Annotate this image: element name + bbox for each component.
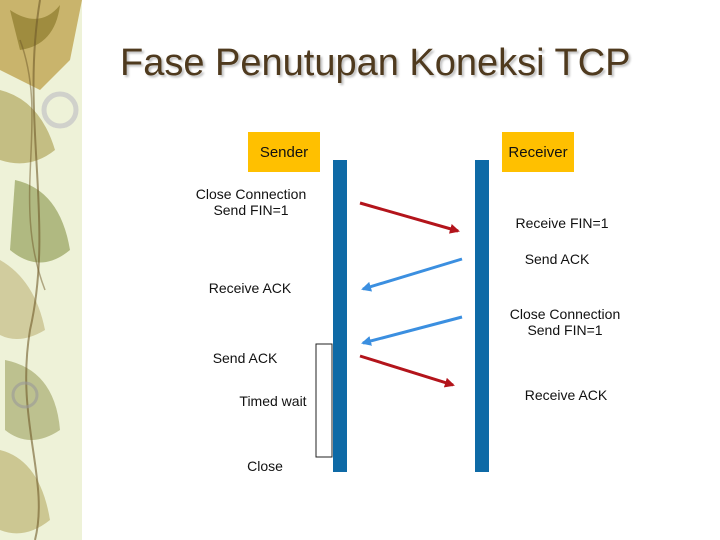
receiver-header-box: Receiver (502, 132, 574, 172)
sender-send-fin-label: Send FIN=1 (213, 202, 289, 218)
slide-title: Fase Penutupan Koneksi TCP (120, 42, 631, 84)
ack-arrow-sender-to-receiver (359, 354, 455, 388)
sender-header-box: Sender (248, 132, 320, 172)
receiver-send-ack-label: Send ACK (524, 251, 590, 267)
sender-timeline (333, 160, 347, 472)
sender-timed-wait-label: Timed wait (239, 393, 307, 409)
fin-arrow-receiver-to-sender (361, 315, 463, 346)
receiver-send-fin-label: Send FIN=1 (527, 322, 603, 338)
receiver-receive-fin-label: Receive FIN=1 (515, 215, 609, 231)
decorative-leaf-border (0, 0, 82, 540)
receiver-timeline (475, 160, 489, 472)
sender-close-label: Close (247, 458, 283, 474)
receiver-receive-ack-label: Receive ACK (524, 387, 608, 403)
receiver-close-connection-label: Close Connection (509, 306, 621, 322)
ack-arrow-receiver-to-sender (361, 257, 463, 292)
timed-wait-bracket (315, 343, 333, 458)
sender-send-ack-label: Send ACK (212, 350, 278, 366)
fin-arrow-sender-to-receiver (359, 201, 460, 234)
sender-close-connection-label: Close Connection (195, 186, 307, 202)
sender-receive-ack-label: Receive ACK (208, 280, 292, 296)
